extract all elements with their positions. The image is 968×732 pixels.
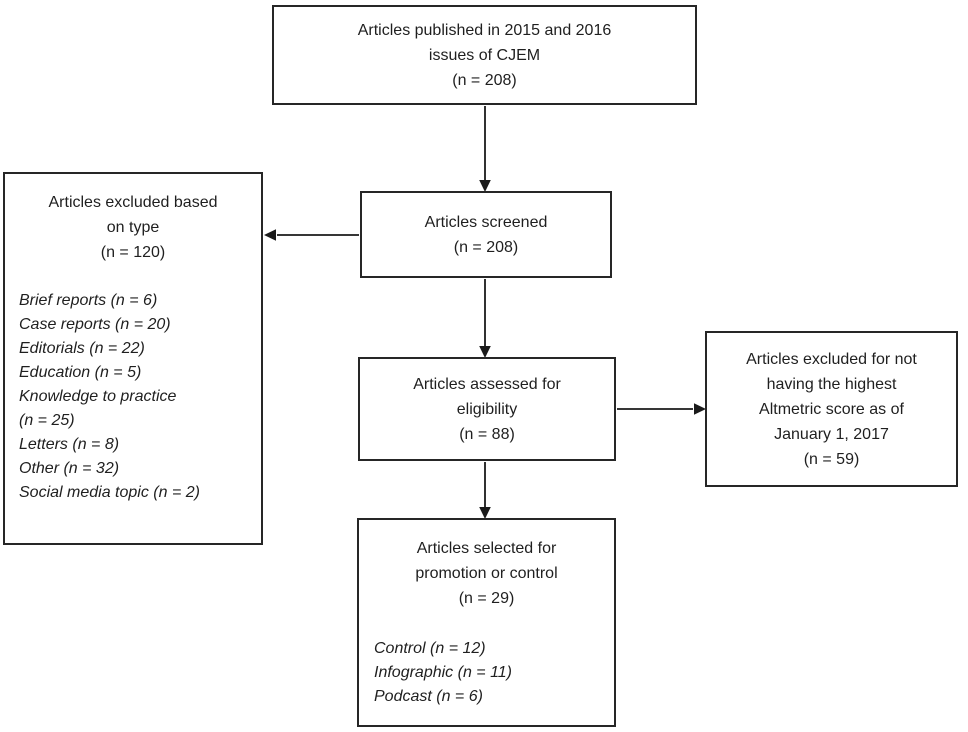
excluded-type-item: Brief reports (n = 6) [19,292,158,309]
text-line: (n = 208) [452,71,517,89]
arrow-published-to-screened [479,106,491,192]
box-assessed-eligibility: Articles assessed for eligibility (n = 8… [358,357,616,461]
excluded-type-item: Knowledge to practice (n = 25) [19,388,177,429]
spacer [5,265,261,289]
box-articles-published: Articles published in 2015 and 2016 issu… [272,5,697,105]
text-line: issues of CJEM [428,46,541,64]
box-articles-screened: Articles screened (n = 208) [360,191,612,278]
box-excluded-by-type: Articles excluded based on type (n = 120… [3,172,263,545]
text-line: eligibility [456,400,518,418]
excluded-type-item: Editorials (n = 22) [19,340,145,357]
selected-group-item: Control (n = 12) [374,640,486,657]
box-selected-promotion: Articles selected for promotion or contr… [357,518,616,727]
text-line: (n = 208) [453,238,519,256]
excluded-type-item: Other (n = 32) [19,460,120,477]
text-line: Articles screened [424,213,548,231]
text-line: having the highest [766,375,897,393]
selected-header: Articles selected for promotion or contr… [359,536,614,611]
selected-group-list: Control (n = 12) Infographic (n = 11) Po… [359,637,614,709]
text-line: (n = 88) [459,425,515,443]
text-line: on type [106,219,160,236]
excluded-type-item: Letters (n = 8) [19,436,120,453]
excluded-type-header: Articles excluded based on type (n = 120… [5,190,261,265]
text-line: Articles excluded based [48,194,218,211]
text-line: Articles excluded for not [746,350,917,368]
excluded-type-list: Brief reports (n = 6) Case reports (n = … [5,289,261,505]
excluded-type-item: Case reports (n = 20) [19,316,171,333]
text-line: (n = 29) [458,590,515,607]
text-line: Articles assessed for [413,375,561,393]
arrow-screened-to-excluded-type [264,229,359,241]
box-excluded-altmetric: Articles excluded for not having the hig… [705,331,958,487]
text-line: Articles selected for [416,540,557,557]
text-line: Articles published in 2015 and 2016 [357,21,612,39]
arrow-assessed-to-selected [479,462,491,519]
selected-group-item: Infographic (n = 11) [374,664,513,681]
text-line: Altmetric score as of [759,400,904,418]
text-line: (n = 59) [803,450,860,468]
spacer [359,611,614,637]
text-line: January 1, 2017 [774,425,889,443]
text-line: promotion or control [415,565,558,582]
text-line: (n = 120) [100,244,166,261]
excluded-type-item: Social media topic (n = 2) [19,484,200,501]
arrow-screened-to-assessed [479,279,491,358]
arrow-assessed-to-excluded-altmetric [617,403,706,415]
arrowhead-left [264,229,276,241]
excluded-type-item: Education (n = 5) [19,364,142,381]
selected-group-item: Podcast (n = 6) [374,688,483,705]
